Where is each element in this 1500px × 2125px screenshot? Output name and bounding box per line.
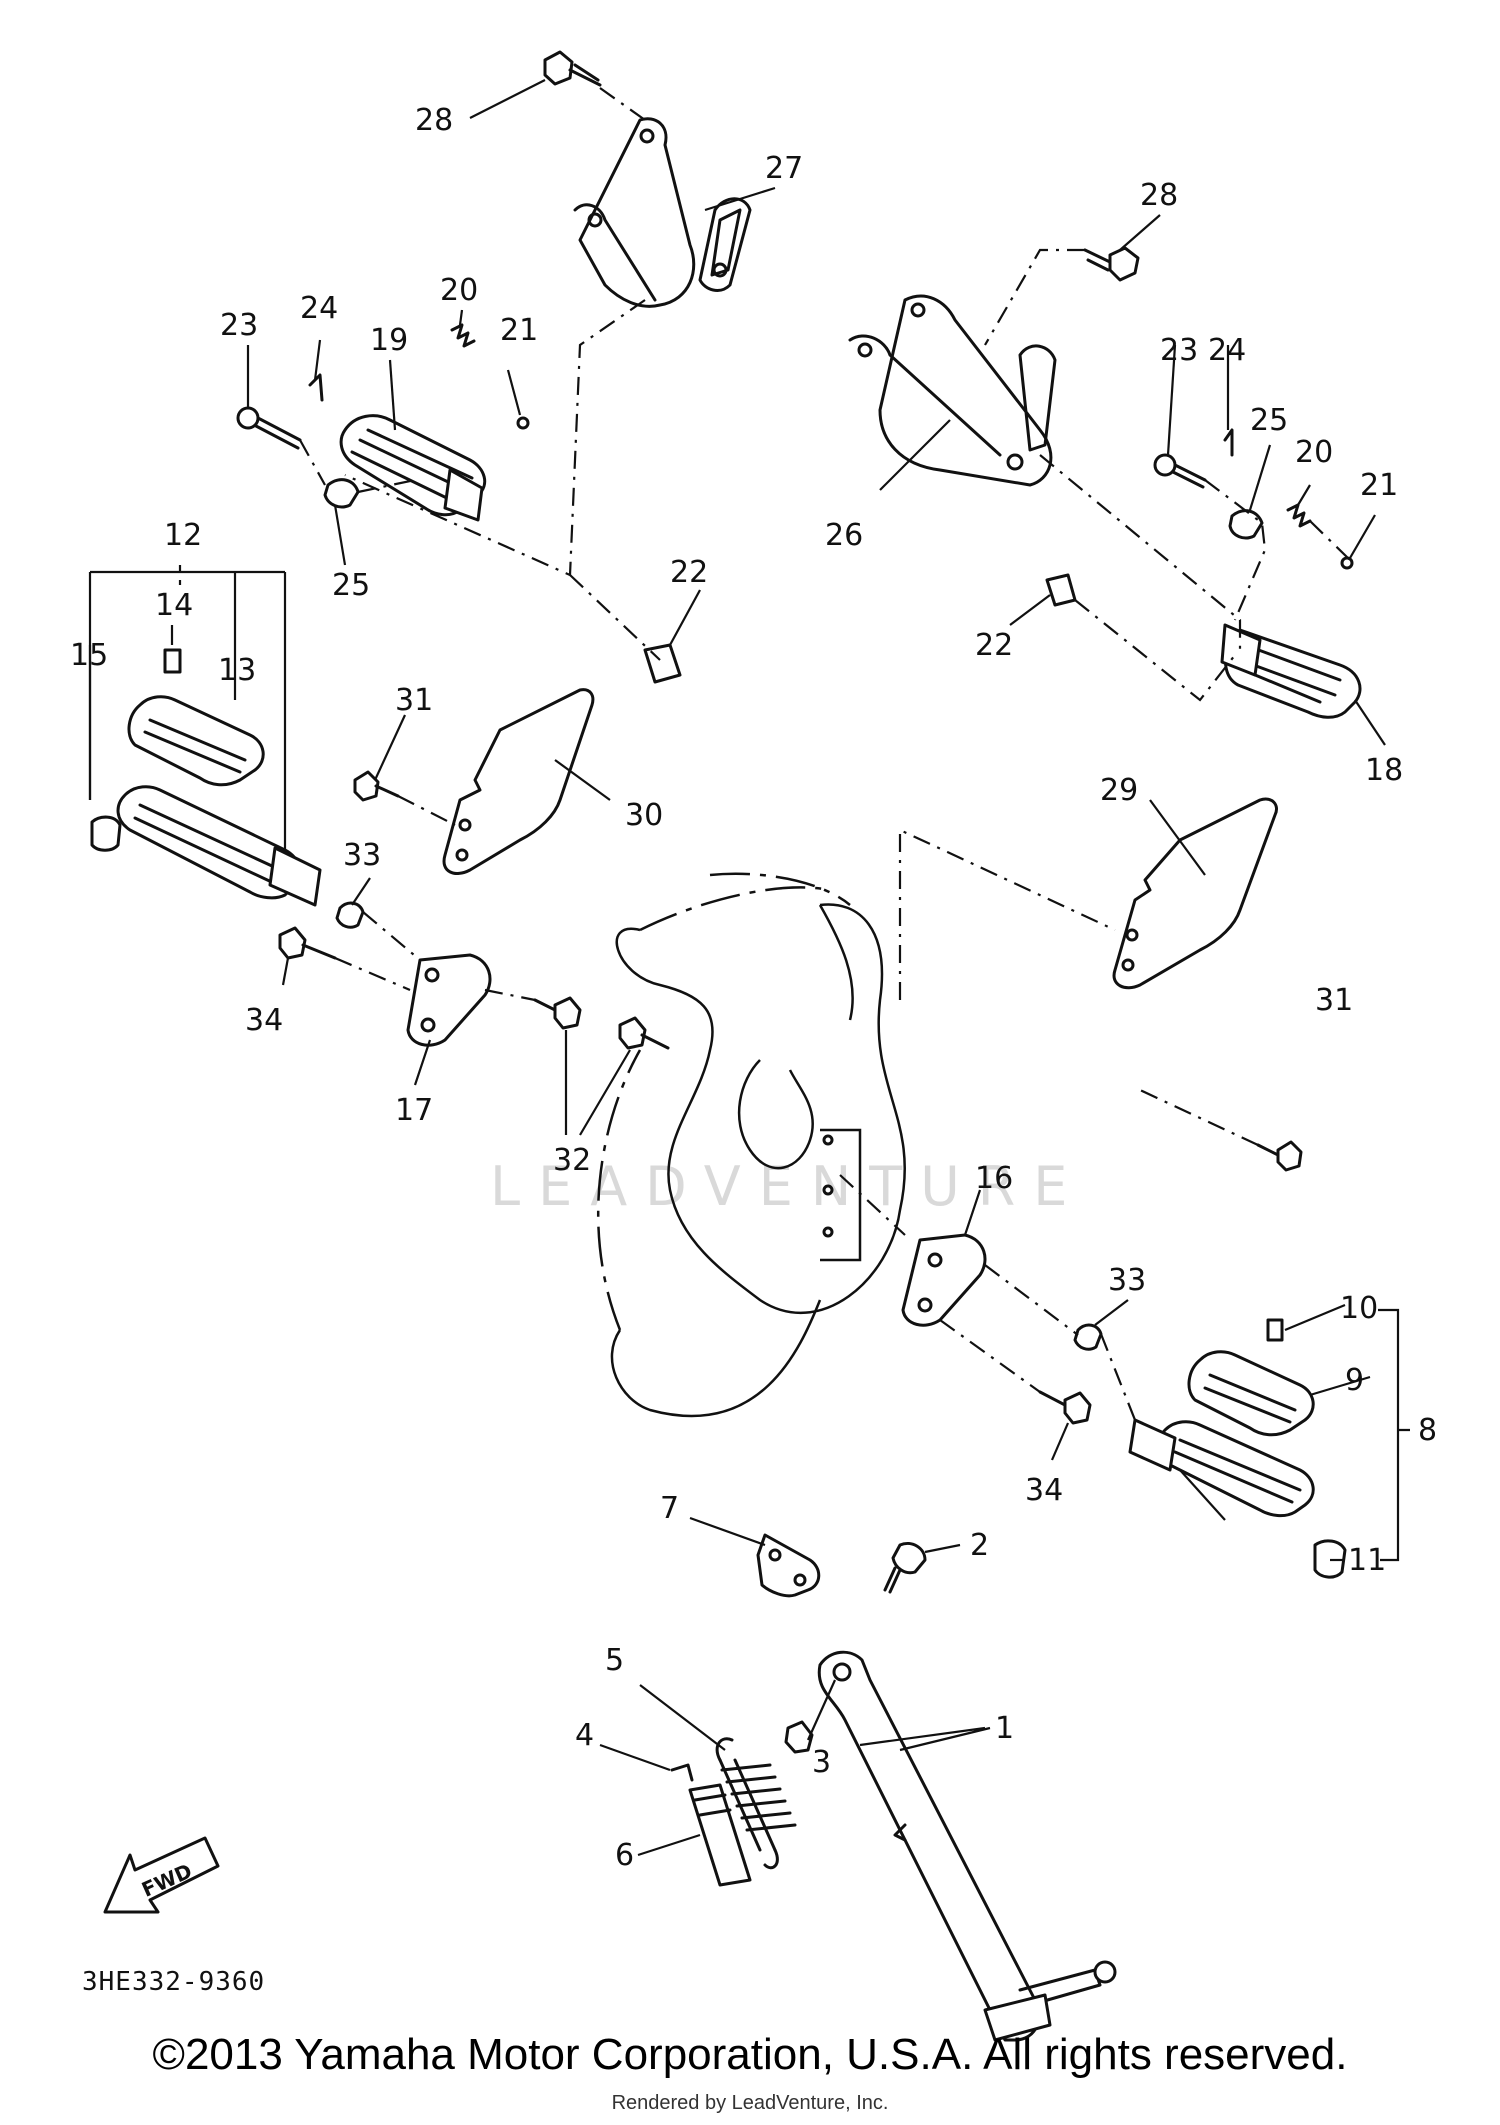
callout-27: 27 [765,151,803,186]
callout-20a: 20 [440,273,478,308]
callout-20b: 20 [1295,435,1333,470]
callout-24a: 24 [300,291,338,326]
callout-14: 14 [155,588,193,623]
callout-22a: 22 [670,555,708,590]
sidestand-springs [688,1737,797,1887]
small-parts [236,50,1354,1782]
callout-30: 30 [625,798,663,833]
heel-plate-left [442,688,595,875]
callout-25b: 25 [1250,403,1288,438]
rear-footpeg-right [1220,623,1362,719]
callout-22b: 22 [975,628,1013,663]
front-footpeg-left-assembly [90,648,322,907]
callout-34b: 34 [1025,1473,1063,1508]
callout-18: 18 [1365,753,1403,788]
callout-21a: 21 [500,313,538,348]
callout-6: 6 [615,1838,634,1873]
callout-13: 13 [218,653,256,688]
callout-11: 11 [1348,1543,1386,1578]
rear-footrest-bracket-left [573,117,752,308]
leader-lines [88,79,1410,1857]
sidestand [817,1650,1117,2042]
footrest-bracket-17 [406,953,492,1047]
assembly-lines [299,87,1351,1421]
callout-31b: 31 [1315,983,1353,1018]
rendered-by-notice: Rendered by LeadVenture, Inc. [611,2092,889,2114]
watermark: LEADVENTURE [490,1155,1085,1218]
callout-32: 32 [553,1143,591,1178]
callout-33b: 33 [1108,1263,1146,1298]
callout-26: 26 [825,518,863,553]
callout-25a: 25 [332,568,370,603]
frame-outline [596,872,906,1418]
callout-21b: 21 [1360,468,1398,503]
callout-23b: 23 [1160,333,1198,368]
front-footpeg-right-assembly [1128,1318,1347,1579]
copyright-notice: ©2013 Yamaha Motor Corporation, U.S.A. A… [152,2030,1348,2079]
forward-arrow-icon: FWD [103,1836,220,1914]
callout-29: 29 [1100,773,1138,808]
callout-4: 4 [575,1718,594,1753]
callout-1: 1 [995,1711,1014,1746]
callout-33a: 33 [343,838,381,873]
callout-7: 7 [660,1491,679,1526]
callouts: 1 2 3 4 5 6 7 8 9 10 11 12 13 14 15 16 1… [70,103,1437,1873]
callout-17: 17 [395,1093,433,1128]
callout-10: 10 [1340,1291,1378,1326]
callout-28b: 28 [1140,178,1178,213]
callout-19: 19 [370,323,408,358]
diagram-code: 3HE332-9360 [82,1967,265,1997]
callout-24b: 24 [1208,333,1246,368]
callout-34a: 34 [245,1003,283,1038]
callout-2: 2 [970,1528,989,1563]
callout-28a: 28 [415,103,453,138]
rear-footrest-bracket-right [848,294,1057,487]
callout-3: 3 [812,1745,831,1780]
callout-15: 15 [70,638,108,673]
callout-9: 9 [1345,1363,1364,1398]
callout-8: 8 [1418,1413,1437,1448]
callout-31a: 31 [395,683,433,718]
callout-23a: 23 [220,308,258,343]
footrest-bracket-16 [901,1233,987,1327]
callout-12: 12 [164,518,202,553]
callout-5: 5 [605,1643,624,1678]
heel-plate-right [1112,797,1278,990]
rear-footpeg-left [339,414,487,522]
callout-16: 16 [975,1161,1013,1196]
